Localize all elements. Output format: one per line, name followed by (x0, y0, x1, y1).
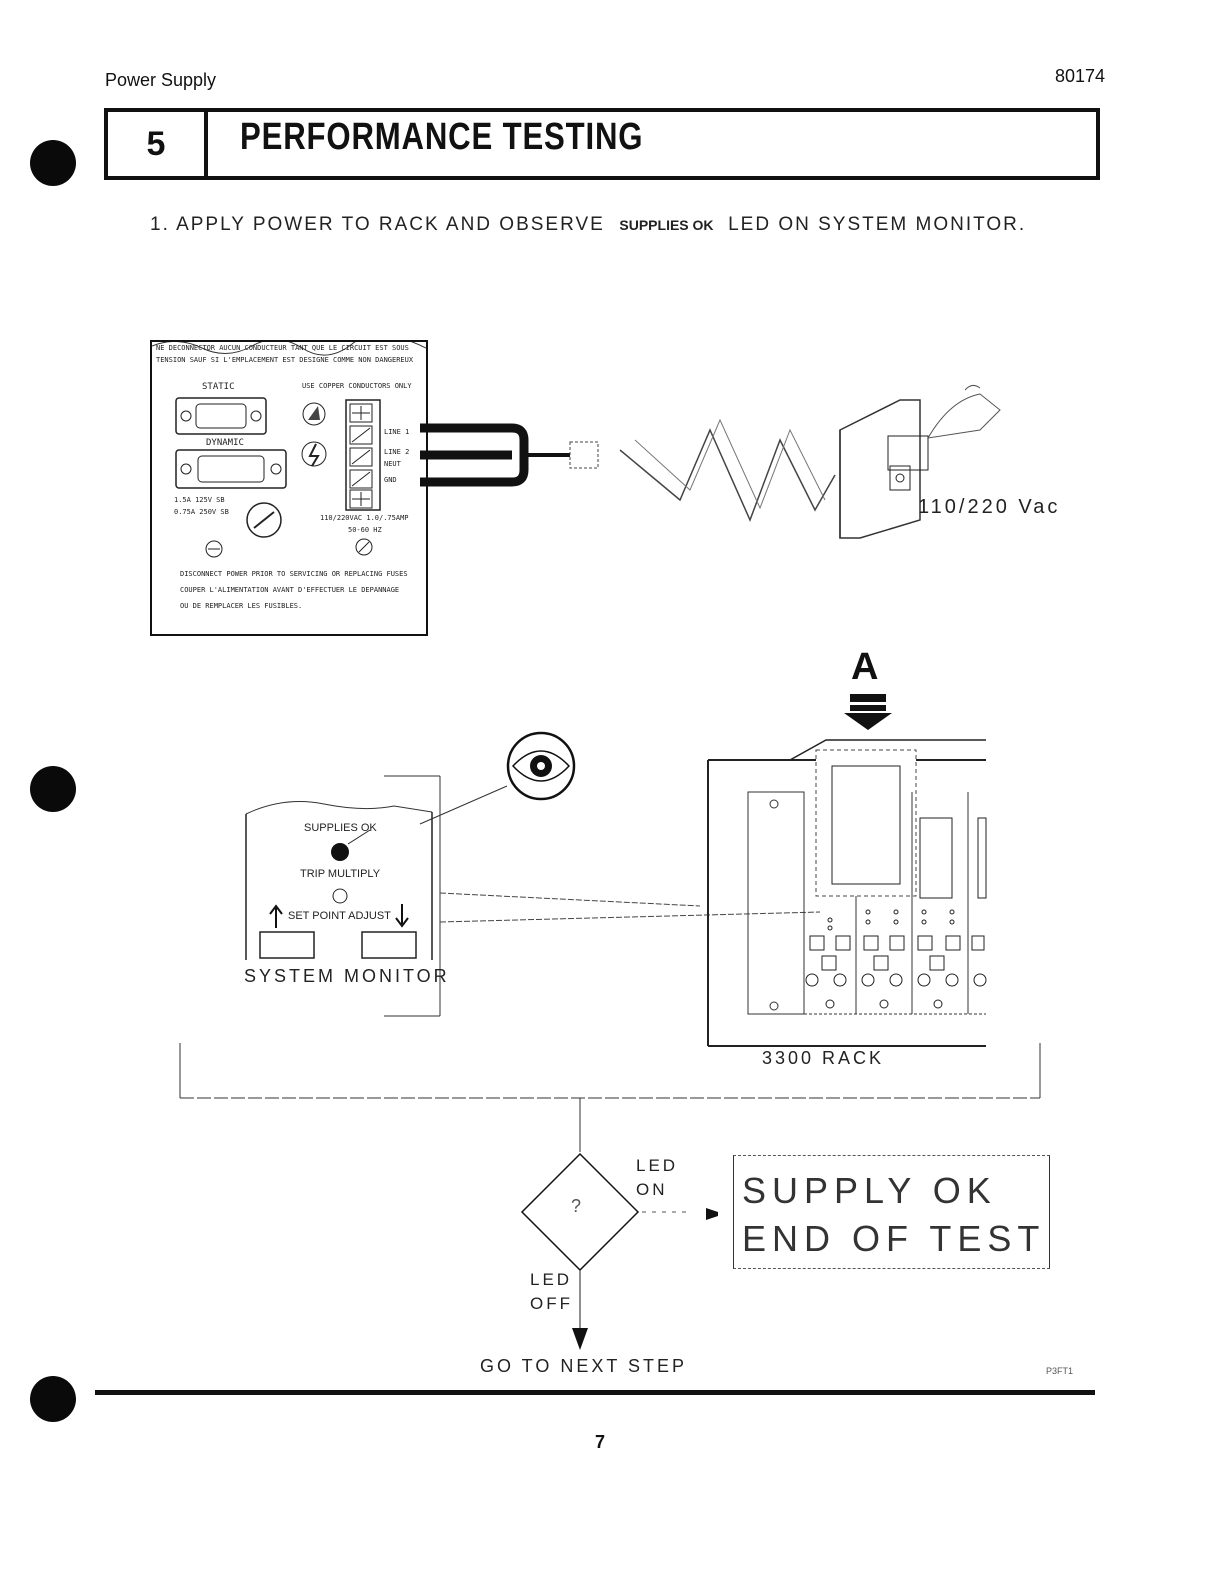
rack-drawing (707, 739, 987, 1047)
power-supply-rear-panel: NE DECONNECTOR AUCUN CONDUCTEUR TANT QUE… (150, 340, 428, 636)
static-label: STATIC (202, 382, 235, 392)
warning-line-2: TENSION SAUF SI L'EMPLACEMENT EST DESIGN… (156, 356, 414, 364)
section-header-box (104, 108, 1100, 180)
document-title: Power Supply (105, 70, 217, 90)
warning-line-1: NE DECONNECTOR AUCUN CONDUCTEUR TANT QUE… (156, 344, 409, 352)
page-number: 7 (594, 1432, 605, 1452)
callout-letter: A (851, 646, 879, 688)
decision-symbol: ? (571, 1196, 582, 1216)
led-off-label-2: OFF (530, 1294, 573, 1313)
callout-arrow-icon (844, 694, 892, 730)
test-result-box: SUPPLY OK END OF TEST (733, 1155, 1050, 1269)
step-1-emphasis: SUPPLIES OK (619, 217, 714, 233)
punch-hole-bottom (30, 1376, 76, 1422)
notice-line-1: DISCONNECT POWER PRIOR TO SERVICING OR R… (180, 570, 408, 578)
terminal-line-2: LINE 2 (384, 448, 410, 456)
set-point-adjust-label: SET POINT ADJUST (288, 910, 391, 922)
step-1-suffix: LED ON SYSTEM MONITOR. (728, 214, 1027, 235)
outlet-voltage-label: 110/220 Vac (918, 496, 1061, 518)
section-title: PERFORMANCE TESTING (240, 116, 644, 158)
led-off-label-1: LED (530, 1270, 573, 1289)
figure-code: P3FT1 (1046, 1366, 1074, 1376)
go-to-next-step: GO TO NEXT STEP (480, 1356, 688, 1376)
power-rating: 110/220VAC 1.0/.75AMP (320, 514, 409, 522)
footer-rule (95, 1390, 1095, 1395)
rear-panel-drawing (152, 342, 426, 558)
supplies-ok-led-label: SUPPLIES OK (304, 822, 377, 834)
terminal-ground: GND (384, 476, 397, 484)
section-number: 5 (108, 112, 208, 176)
rack-label: 3300 RACK (762, 1048, 885, 1068)
system-monitor-label: SYSTEM MONITOR (244, 966, 450, 986)
document-number: 80174 (1054, 66, 1105, 86)
notice-line-3: OU DE REMPLACER LES FUSIBLES. (180, 602, 303, 610)
fuse-rating-2: 0.75A 250V SB (174, 508, 229, 516)
step-1-instruction: 1. APPLY POWER TO RACK AND OBSERVE SUPPL… (150, 214, 1026, 236)
led-on-label-2: ON (636, 1180, 668, 1199)
dynamic-label: DYNAMIC (206, 438, 244, 448)
power-cord-and-outlet-drawing (420, 384, 1001, 539)
trip-multiply-led-label: TRIP MULTIPLY (300, 868, 381, 880)
frequency-rating: 50-60 HZ (348, 526, 382, 534)
terminal-line-1: LINE 1 (384, 428, 410, 436)
notice-line-2: COUPER L'ALIMENTATION AVANT D'EFFECTUER … (180, 586, 400, 594)
terminal-neutral: NEUT (384, 460, 401, 468)
decision-diamond-drawing (520, 1152, 718, 1350)
eye-magnifier-icon (506, 731, 576, 801)
fuse-rating-1: 1.5A 125V SB (174, 496, 225, 504)
step-1-prefix: 1. APPLY POWER TO RACK AND OBSERVE (150, 214, 605, 235)
system-monitor-drawing (245, 801, 433, 960)
end-of-test-text: END OF TEST (742, 1218, 1046, 1259)
punch-hole-top (30, 140, 76, 186)
led-on-label-1: LED (636, 1156, 679, 1175)
copper-note: USE COPPER CONDUCTORS ONLY (302, 382, 412, 390)
supply-ok-text: SUPPLY OK (742, 1170, 997, 1211)
punch-hole-middle (30, 766, 76, 812)
